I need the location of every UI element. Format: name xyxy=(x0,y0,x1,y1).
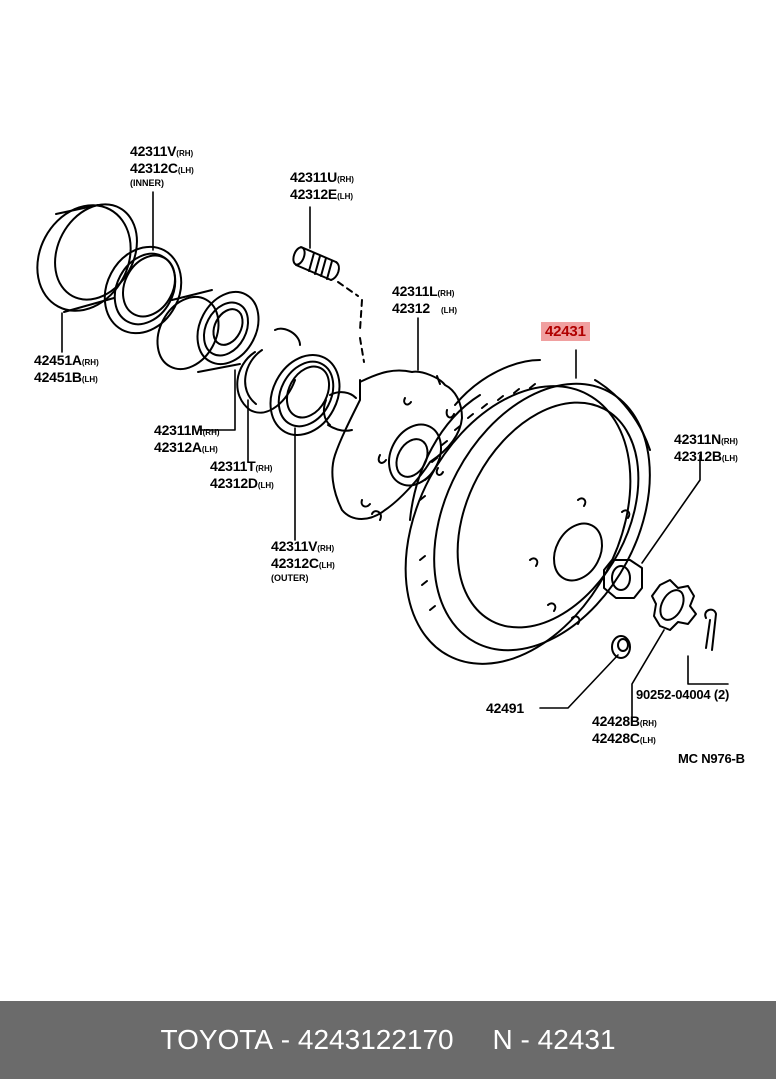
hub-nut-part xyxy=(603,559,643,599)
bearing-part xyxy=(156,289,260,373)
label-brake-disc-highlight: 42431 xyxy=(541,322,590,341)
label-inner-seal: 42311V(RH) 42312C(LH) (INNER) xyxy=(130,143,194,189)
label-outer-seal: 42311V(RH) 42312C(LH) (OUTER) xyxy=(271,538,335,584)
hub-bolt-part xyxy=(292,246,365,363)
exploded-parts-diagram xyxy=(36,191,729,721)
footer-bar: TOYOTA - 4243122170 N - 42431 xyxy=(0,1001,776,1079)
inner-seal-part xyxy=(103,245,183,335)
label-bearing: 42311M(RH) 42312A(LH) xyxy=(154,422,220,455)
highlighted-part-number: 42431 xyxy=(541,322,590,341)
footer-brand: TOYOTA xyxy=(160,1024,274,1055)
label-plug: 42491 xyxy=(486,700,524,716)
snap-ring-part xyxy=(236,327,301,414)
label-diagram-code: MC N976-B xyxy=(678,751,745,766)
footer-part-number: 4243122170 xyxy=(297,1024,454,1055)
label-axle-hub: 42311L(RH) 42312 (LH) xyxy=(392,283,458,316)
lock-cap-part xyxy=(651,579,697,631)
plug-part xyxy=(611,635,631,659)
bearing-cup-part xyxy=(36,203,138,313)
brake-disc-part xyxy=(404,359,651,665)
axle-hub-part xyxy=(322,369,463,521)
footer-separator: - xyxy=(273,1024,298,1055)
label-bearing-cup: 42451A(RH) 42451B(LH) xyxy=(34,352,99,385)
label-snap-ring: 42311T(RH) 42312D(LH) xyxy=(210,458,274,491)
leader-lines xyxy=(61,191,729,721)
label-cotter-pin: 90252-04004 (2) xyxy=(636,687,730,702)
cotter-pin-part xyxy=(704,608,717,651)
outer-seal-part xyxy=(269,353,341,437)
footer-ref: N - 42431 xyxy=(492,1024,616,1055)
label-lock-cap: 42428B(RH) 42428C(LH) xyxy=(592,713,657,746)
label-hub-bolt: 42311U(RH) 42312E(LH) xyxy=(290,169,354,202)
label-hub-nut: 42311N(RH) 42312B(LH) xyxy=(674,431,738,464)
